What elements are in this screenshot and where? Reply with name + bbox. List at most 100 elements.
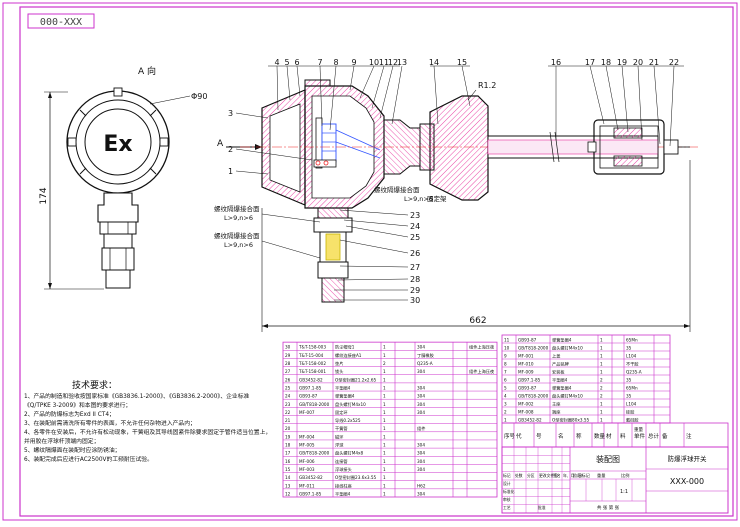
bom-cell: GB/T818-2000 bbox=[299, 451, 330, 456]
bom-cell: 丁腈橡胶 bbox=[417, 352, 434, 359]
bom-cell: 盘头螺钉M4x10 bbox=[552, 392, 583, 399]
bom-cell: 1 bbox=[600, 345, 603, 350]
note-thread-left2-param: L>9,n>6 bbox=[224, 241, 253, 249]
bom-header-cell: 单件 bbox=[634, 432, 646, 440]
bom-cell: 1 bbox=[383, 385, 386, 390]
bom-cell: 6 bbox=[504, 377, 507, 382]
bom-cell: MF-007 bbox=[299, 410, 315, 415]
title-role-label: 更改文件号 bbox=[539, 473, 558, 478]
title-role-label: 签名 bbox=[553, 473, 561, 478]
bom-header-cell: 称 bbox=[576, 432, 582, 440]
bom-cell: 不干胶 bbox=[626, 360, 639, 367]
fixed-ring bbox=[663, 139, 679, 155]
lug-top bbox=[113, 87, 123, 97]
bom-cell: 29 bbox=[285, 353, 291, 358]
bom-header-cell: 序号 bbox=[504, 432, 516, 440]
bom-cell: MF-008 bbox=[518, 409, 534, 414]
bom-cell: 35 bbox=[626, 377, 632, 382]
bom-header-cell: 数量 bbox=[594, 432, 606, 440]
bom-cell: 8 bbox=[504, 361, 507, 366]
callout-label: 20 bbox=[633, 58, 643, 67]
callout-label: 5 bbox=[284, 58, 289, 67]
tech-req-line: 3、在装配前需清洗所有零件的表面，不允许任何杂物进入产品内； bbox=[24, 419, 196, 427]
bom-cell: 10 bbox=[504, 345, 510, 350]
bom-cell: 11 bbox=[504, 337, 510, 342]
bom-cell: 盘头螺钉M4x8 bbox=[335, 450, 364, 457]
bom-cell: 螺纹连接座A1 bbox=[335, 352, 362, 359]
bom-cell: 弹簧垫圈4 bbox=[552, 336, 572, 343]
bom-cell: 产品铭牌 bbox=[552, 360, 569, 367]
bom-cell: 1 bbox=[383, 459, 386, 464]
bom-cell: GB97.1-85 bbox=[299, 491, 322, 496]
bom-cell: GB93-87 bbox=[518, 337, 537, 342]
bom-cell: 氟硅胶 bbox=[626, 416, 639, 423]
note-fixed: 固定架 bbox=[427, 194, 447, 203]
callout-label: 26 bbox=[410, 249, 420, 258]
bom-header-cell: 备 bbox=[662, 432, 668, 440]
callout-label: 18 bbox=[601, 58, 611, 67]
lug-left bbox=[67, 137, 77, 147]
bom-cell: 1 bbox=[383, 394, 386, 399]
bom-cell: 连接管 bbox=[335, 458, 348, 465]
title-role-label: 设计 bbox=[503, 481, 511, 486]
bom-cell: 防尘帽母1 bbox=[335, 344, 355, 351]
outer-frame bbox=[2, 2, 738, 521]
float-connector bbox=[429, 95, 489, 201]
bom-cell: 304 bbox=[417, 491, 425, 496]
sheet-count: 共 张 第 张 bbox=[597, 504, 620, 511]
bom-cell: 磁环 bbox=[335, 433, 343, 440]
bom-cell: 14 bbox=[285, 475, 291, 480]
gland-body bbox=[103, 233, 133, 249]
bom-cell: 65Mn bbox=[626, 385, 638, 390]
callout-label: 15 bbox=[457, 58, 467, 67]
drawing-title: 装配图 bbox=[596, 454, 620, 464]
bom-cell: GB97.1-85 bbox=[299, 385, 322, 390]
bom-cell: 1 bbox=[600, 417, 603, 422]
seal-ring bbox=[325, 233, 341, 261]
bom-cell: 23 bbox=[285, 402, 291, 407]
bom-cell: MF-001 bbox=[518, 353, 534, 358]
bom-cell: 1 bbox=[383, 377, 386, 382]
bom-cell: GB/T818-2000 bbox=[518, 393, 549, 398]
bom-cell: 65Mn bbox=[626, 337, 638, 342]
bom-cell: 4 bbox=[504, 393, 507, 398]
callout-label: 9 bbox=[351, 58, 356, 67]
bom-header-cell: 代 bbox=[516, 432, 522, 440]
bom-cell: 304 bbox=[417, 443, 425, 448]
bom-cell: 27 bbox=[285, 369, 291, 374]
bom-cell: 28 bbox=[285, 361, 291, 366]
bom-cell: 锁头 bbox=[335, 368, 343, 375]
bom-cell: 1 bbox=[383, 345, 386, 350]
bom-header-weight: 重量 bbox=[634, 426, 643, 433]
bom-cell: 30 bbox=[285, 345, 291, 350]
bom-cell: 304 bbox=[417, 385, 425, 390]
bom-cell: 304 bbox=[417, 410, 425, 415]
bom-cell: 2 bbox=[504, 409, 507, 414]
bom-cell: GB3452-82 bbox=[299, 475, 323, 480]
bom-cell: 弹簧垫圈4 bbox=[335, 393, 355, 400]
bom-cell: 1 bbox=[383, 483, 386, 488]
title-role-label: 审核 bbox=[503, 497, 511, 502]
bom-cell: 组件上海压夜 bbox=[469, 344, 495, 351]
bom-cell: 1 bbox=[383, 426, 386, 431]
title-role-label: 标记 bbox=[503, 473, 511, 478]
bom-cell: 1 bbox=[600, 361, 603, 366]
bom-cell: 304 bbox=[417, 467, 425, 472]
bom-cell: 1 bbox=[383, 475, 386, 480]
callout-label: 2 bbox=[228, 145, 233, 154]
bom-cell: 盘头螺钉M4x10 bbox=[335, 401, 366, 408]
callout-label: 11 bbox=[379, 58, 389, 67]
bom-cell: 安装板 bbox=[552, 368, 565, 375]
bom-header-cell: 总计 bbox=[648, 432, 660, 440]
bom-cell: Q235-A bbox=[417, 361, 433, 366]
bom-cell: 平垫圈4 bbox=[335, 490, 351, 497]
height-dim: 174 bbox=[39, 187, 49, 204]
bom-cell: 上盖 bbox=[552, 352, 560, 358]
ex-mark: Ex bbox=[103, 132, 132, 157]
bom-cell: 16 bbox=[285, 459, 291, 464]
callout-label: 3 bbox=[228, 109, 233, 118]
bom-cell: 盘头螺钉M4x10 bbox=[552, 344, 583, 351]
